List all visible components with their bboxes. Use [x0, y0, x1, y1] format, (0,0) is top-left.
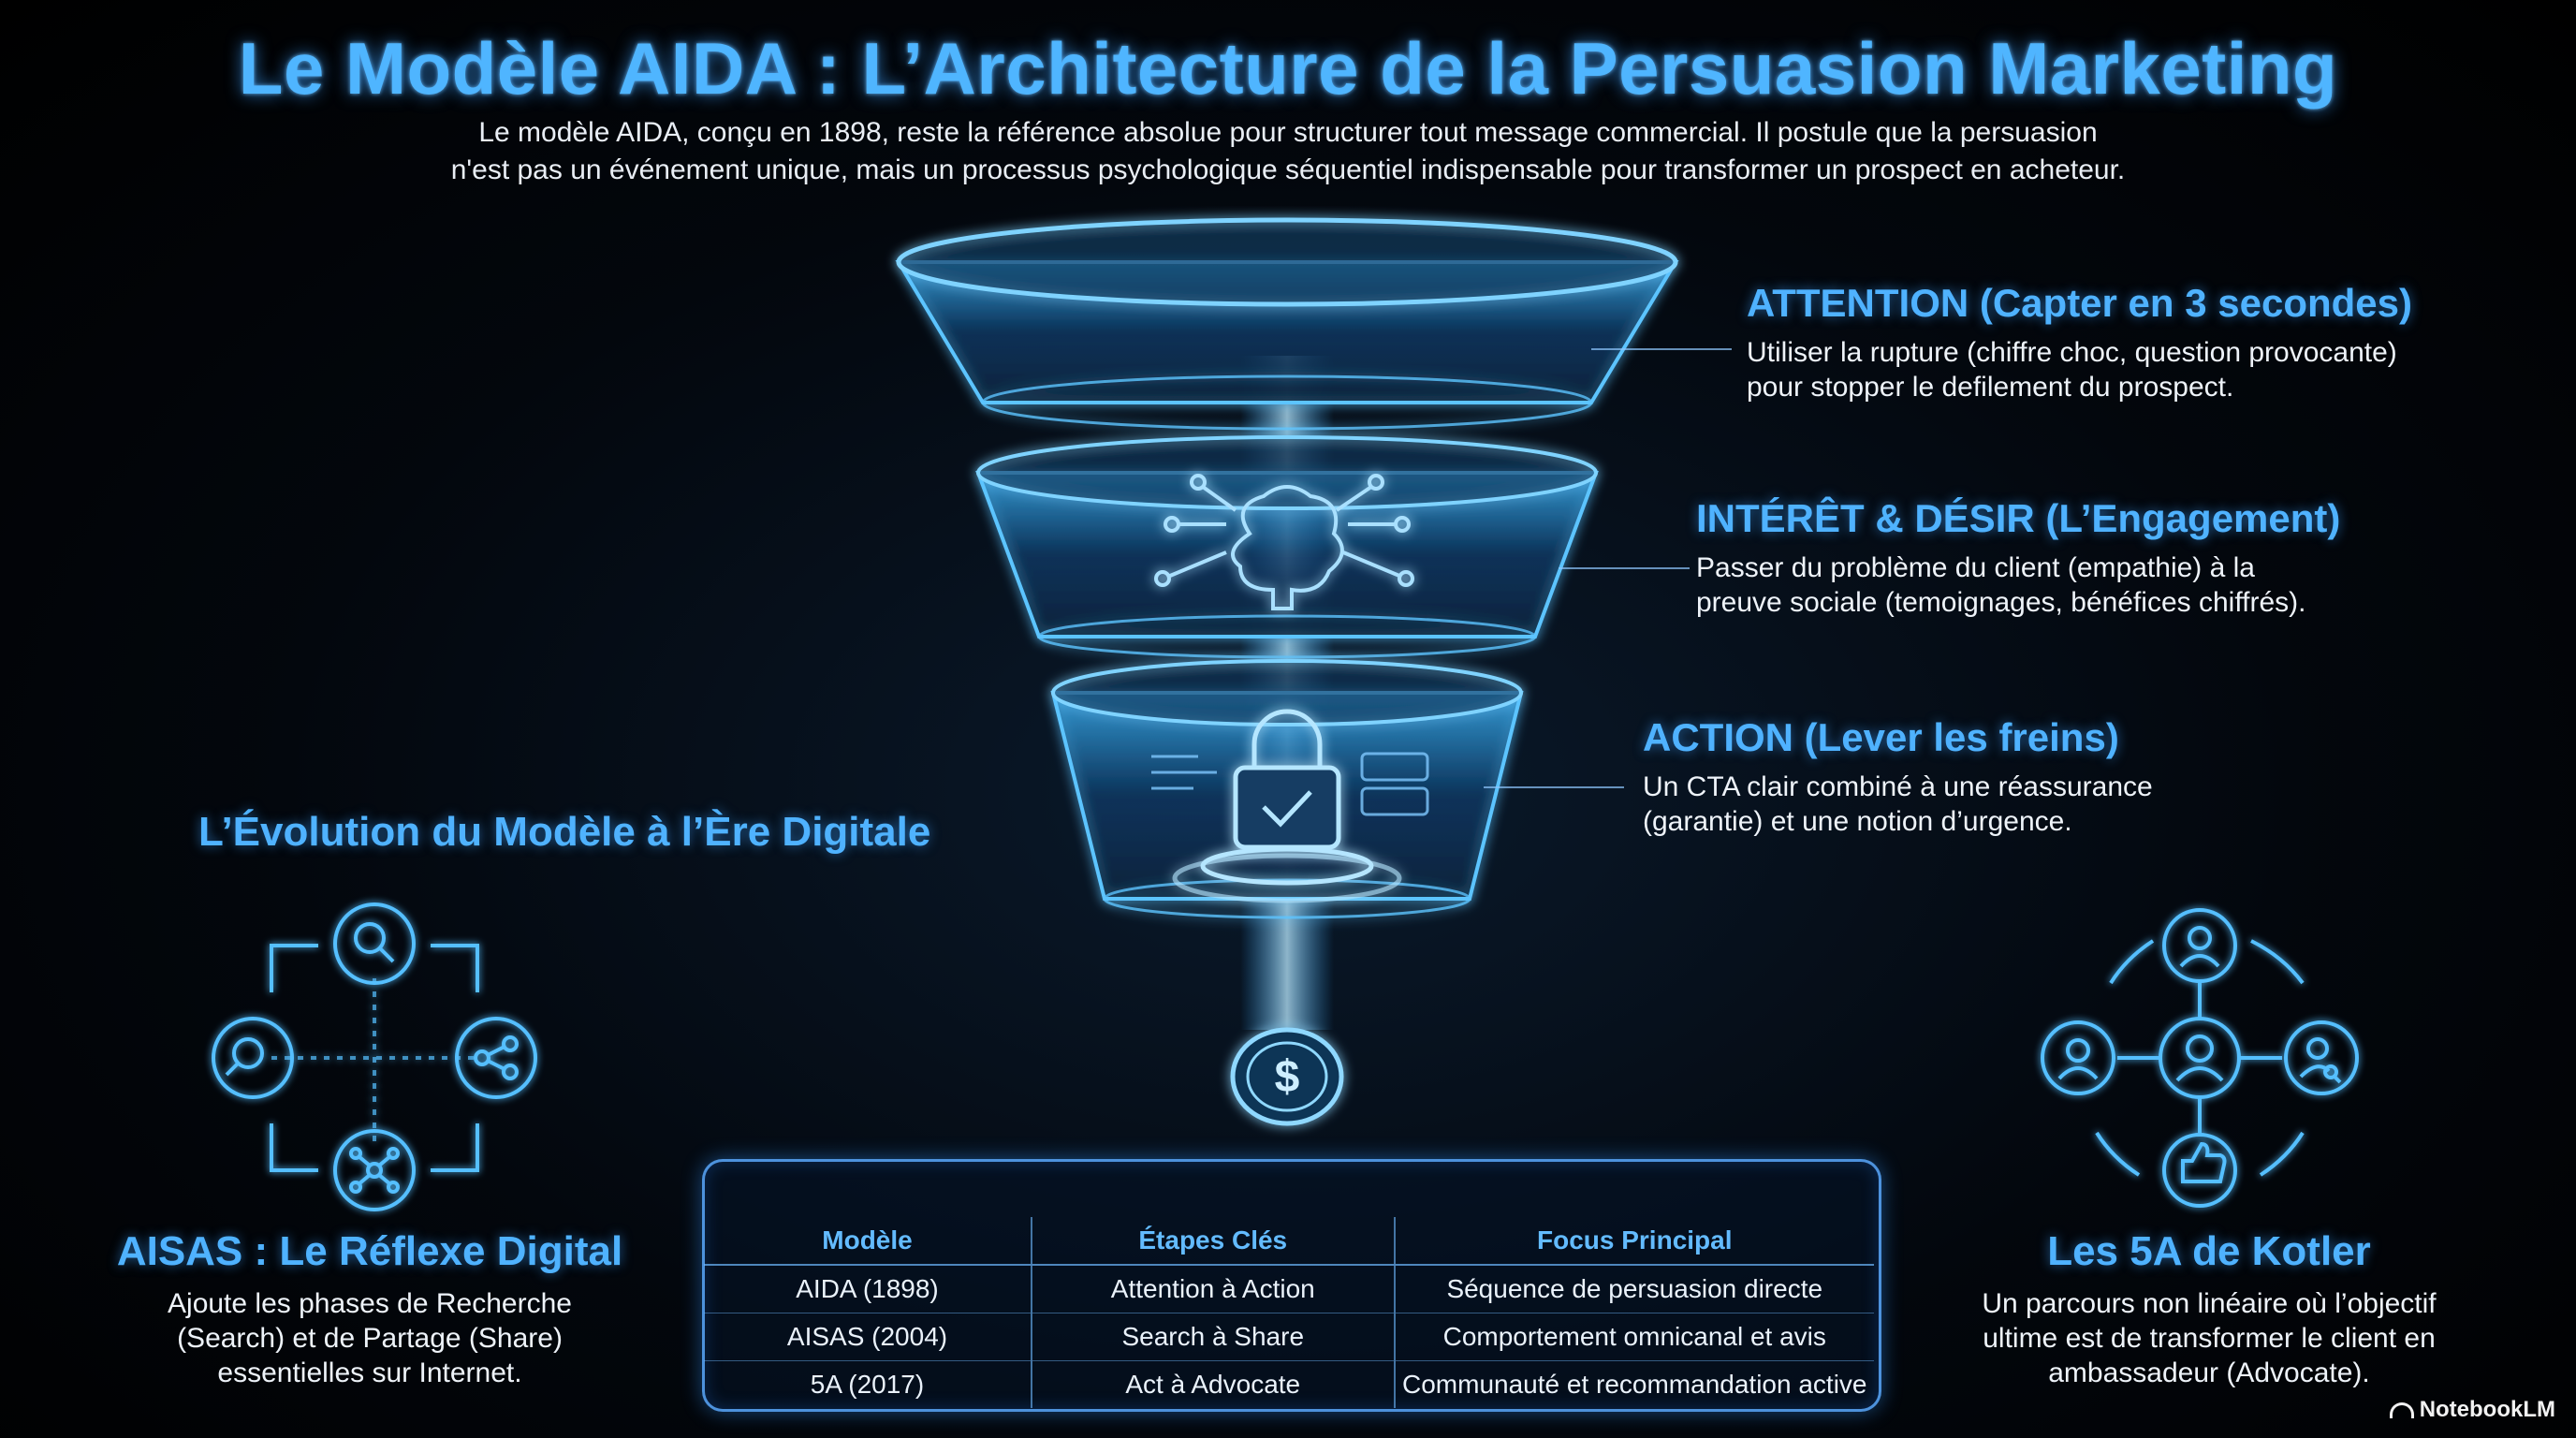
page-title: Le Modèle AIDA : L’Architecture de la Pe… — [238, 27, 2338, 110]
intro-text: Le modèle AIDA, conçu en 1898, reste la … — [352, 114, 2224, 189]
table-row: AIDA (1898) Attention à Action Séquence … — [704, 1264, 1874, 1313]
aisas-desc-line: essentielles sur Internet. — [217, 1357, 522, 1388]
comparison-table: Modèle Étapes Clés Focus Principal AIDA … — [704, 1217, 1874, 1408]
magnifier-icon — [212, 1017, 294, 1099]
column-header: Étapes Clés — [1031, 1217, 1395, 1266]
kotler-desc-line: Un parcours non linéaire où l’objectif — [1982, 1288, 2437, 1319]
connector-interest — [1559, 567, 1690, 569]
stage-title: ATTENTION (Capter en 3 secondes) — [1747, 281, 2413, 325]
kotler-desc-line: ultime est de transformer le client en — [1983, 1323, 2436, 1354]
column-header: Modèle — [704, 1217, 1032, 1266]
kotler-title: Les 5A de Kotler — [2047, 1228, 2371, 1274]
person-icon — [2041, 1020, 2115, 1095]
share-icon — [455, 1017, 537, 1099]
person-search-icon — [2284, 1020, 2359, 1095]
table-cell: Comportement omnicanal et avis — [1393, 1313, 1874, 1361]
stage-title: ACTION (Lever les freins) — [1643, 715, 2119, 759]
table-cell: Act à Advocate — [1031, 1360, 1395, 1408]
stage-desc-line: pour stopper le defilement du prospect. — [1747, 372, 2234, 403]
brand-logo: NotebookLM — [2389, 1397, 2555, 1423]
brand-label: NotebookLM — [2419, 1397, 2555, 1422]
aisas-title: AISAS : Le Réflexe Digital — [116, 1228, 623, 1274]
column-header: Focus Principal — [1393, 1217, 1874, 1266]
stage-desc-line: Utiliser la rupture (chiffre choc, quest… — [1747, 337, 2397, 368]
arrow-path — [270, 944, 318, 992]
kotler-block: Les 5A de Kotler Un parcours non linéair… — [1910, 1228, 2509, 1390]
stage-title: INTÉRÊT & DÉSIR (L’Engagement) — [1696, 496, 2341, 540]
kotler-desc-line: ambassadeur (Advocate). — [2048, 1357, 2370, 1388]
stage-interest-desire: INTÉRÊT & DÉSIR (L’Engagement) Passer du… — [1696, 496, 2539, 620]
aisas-cycle-diagram — [212, 902, 537, 1211]
network-icon — [333, 1129, 416, 1211]
table-cell: Attention à Action — [1031, 1264, 1395, 1313]
stage-desc-line: preuve sociale (temoignages, bénéfices c… — [1696, 587, 2306, 618]
table-cell: AISAS (2004) — [704, 1313, 1032, 1361]
stage-desc-line: Un CTA clair combiné à une réassurance — [1643, 771, 2153, 802]
ui-card-icon — [1151, 752, 1429, 816]
aisas-desc-line: Ajoute les phases de Recherche — [168, 1288, 572, 1319]
table-cell: Communauté et recommandation active — [1393, 1360, 1874, 1408]
funnel-band-attention — [895, 217, 1679, 431]
group-person-icon — [2159, 1017, 2241, 1099]
aisas-desc-line: (Search) et de Partage (Share) — [177, 1323, 563, 1354]
padlock-check-icon — [1172, 709, 1402, 903]
stage-attention: ATTENTION (Capter en 3 secondes) Utilise… — [1747, 281, 2533, 404]
notebooklm-icon — [2389, 1402, 2414, 1419]
table-header-row: Modèle Étapes Clés Focus Principal — [704, 1217, 1874, 1266]
connector-attention — [1591, 348, 1732, 350]
table-row: AISAS (2004) Search à Share Comportement… — [704, 1313, 1874, 1361]
aida-funnel: $ — [895, 217, 1679, 1126]
aisas-block: AISAS : Le Réflexe Digital Ajoute les ph… — [84, 1228, 655, 1390]
person-icon — [2162, 908, 2237, 983]
table-cell: 5A (2017) — [704, 1360, 1032, 1408]
funnel-band-interest — [975, 435, 1599, 659]
thumbs-up-icon — [2162, 1133, 2237, 1208]
table-cell: Séquence de persuasion directe — [1393, 1264, 1874, 1313]
stage-desc-line: (garantie) et une notion d’urgence. — [1643, 806, 2072, 837]
svg-text:$: $ — [1275, 1052, 1300, 1102]
table-row: 5A (2017) Act à Advocate Communauté et r… — [704, 1360, 1874, 1408]
table-cell: AIDA (1898) — [704, 1264, 1032, 1313]
table-cell: Search à Share — [1031, 1313, 1395, 1361]
stage-action: ACTION (Lever les freins) Un CTA clair c… — [1643, 715, 2485, 839]
dollar-coin-icon: $ — [1230, 1027, 1344, 1126]
kotler-5a-diagram — [2041, 908, 2359, 1208]
connector-action — [1484, 786, 1624, 788]
stage-desc-line: Passer du problème du client (empathie) … — [1696, 552, 2255, 583]
intro-line-2: n'est pas un événement unique, mais un p… — [450, 154, 2126, 185]
intro-line-1: Le modèle AIDA, conçu en 1898, reste la … — [478, 117, 2098, 148]
evolution-heading: L’Évolution du Modèle à l’Ère Digitale — [198, 809, 931, 855]
search-icon — [333, 902, 416, 985]
brain-circuit-icon — [1154, 474, 1414, 610]
